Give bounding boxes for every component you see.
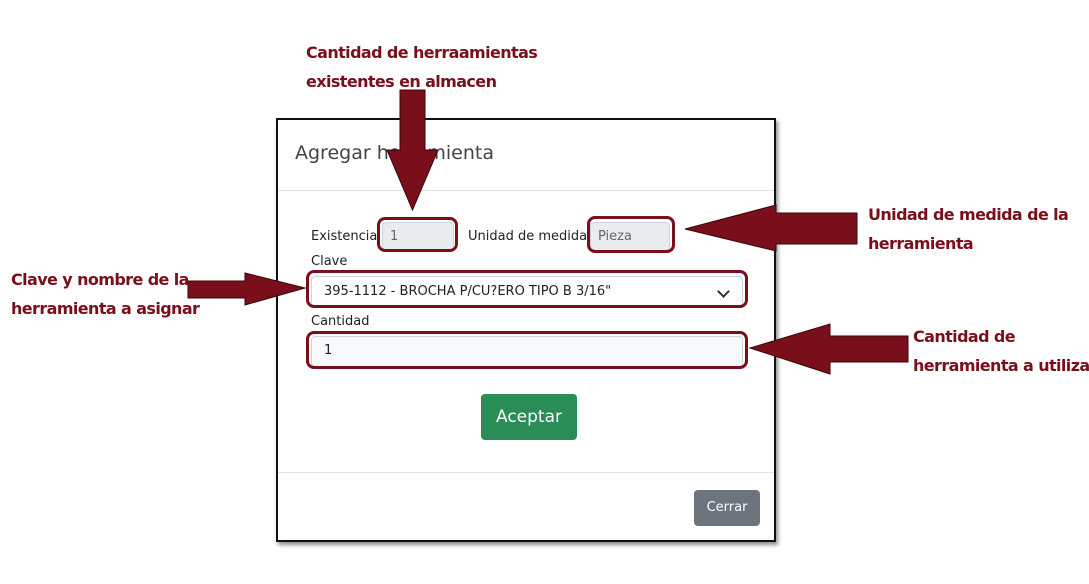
annotation-existencia-line1: Cantidad de herraamientas <box>306 43 538 62</box>
cantidad-label: Cantidad <box>311 314 370 329</box>
add-tool-modal: Agregar herramienta Existencia 1 Unidad … <box>276 118 776 542</box>
close-button[interactable]: Cerrar <box>694 490 760 526</box>
clave-highlight <box>306 270 748 308</box>
arrow-left-cantidad <box>748 323 909 375</box>
existencia-highlight <box>377 217 458 252</box>
clave-label: Clave <box>311 254 348 269</box>
annotation-unidad: Unidad de medida de la herramienta <box>868 200 1069 258</box>
annotation-unidad-line2: herramienta <box>868 234 974 253</box>
annotation-clave-line2: herramienta a asignar <box>11 299 200 318</box>
annotation-cantidad-line1: Cantidad de <box>913 327 1016 346</box>
annotation-cantidad: Cantidad de herramienta a utilizar <box>913 322 1089 380</box>
cantidad-highlight <box>306 331 748 369</box>
arrow-down-existencia <box>386 89 439 212</box>
annotation-cantidad-line2: herramienta a utilizar <box>913 356 1089 375</box>
modal-footer: Cerrar <box>278 472 774 543</box>
unidad-label: Unidad de medida: <box>468 229 592 244</box>
unidad-highlight <box>587 216 675 253</box>
annotation-clave-line1: Clave y nombre de la <box>11 270 189 289</box>
annotation-clave: Clave y nombre de la herramienta a asign… <box>11 265 200 323</box>
arrow-left-clave <box>187 272 307 306</box>
annotation-existencia: Cantidad de herraamientas existentes en … <box>306 38 538 96</box>
clave-select[interactable]: 395-1112 - BROCHA P/CU?ERO TIPO B 3/16" <box>311 276 743 307</box>
existencia-label: Existencia <box>311 229 378 244</box>
annotation-existencia-line2: existentes en almacen <box>306 72 497 91</box>
accept-button[interactable]: Aceptar <box>481 394 577 440</box>
clave-selected-value: 395-1112 - BROCHA P/CU?ERO TIPO B 3/16" <box>324 284 612 299</box>
annotation-unidad-line1: Unidad de medida de la <box>868 205 1069 224</box>
existencia-field: 1 <box>382 222 454 251</box>
arrow-left-unidad <box>684 204 858 252</box>
